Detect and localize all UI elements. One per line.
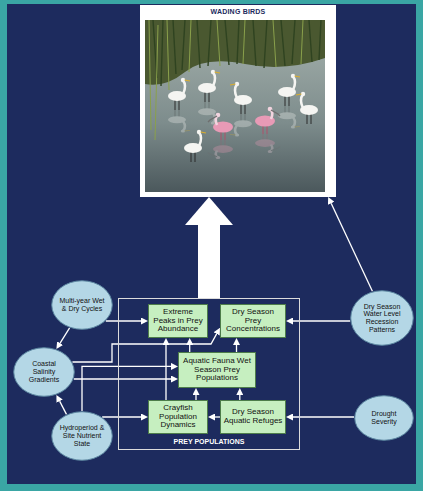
photo-detail	[255, 107, 280, 134]
node-text: WADING BIRDS	[140, 5, 336, 16]
photo-detail	[225, 20, 229, 65]
photo-detail	[208, 20, 211, 66]
node-text: Dry Season Aquatic Refuges	[223, 408, 283, 426]
node-text: Extreme Peaks in Prey Abundance	[151, 308, 205, 334]
photo-detail	[253, 20, 256, 66]
photo-detail	[189, 20, 191, 72]
photo-detail	[296, 92, 318, 124]
photo-detail	[155, 25, 158, 140]
process-box: Extreme Peaks in Prey Abundance	[148, 304, 208, 338]
photo-detail	[309, 20, 312, 62]
driver-ellipse: Hydroperiod & Site Nutrient State	[51, 411, 113, 461]
photo-detail	[145, 20, 325, 85]
block-arrow	[198, 225, 220, 298]
influence-arrow	[293, 320, 350, 321]
photo-detail	[208, 113, 233, 140]
photo-detail	[197, 20, 200, 68]
photo-detail	[273, 20, 276, 67]
photo-detail	[208, 140, 233, 159]
process-box: Aquatic Fauna Wet Season Prey Population…	[178, 352, 256, 388]
photo-detail	[149, 20, 303, 140]
influence-arrow	[293, 416, 354, 417]
ellipse-shape	[52, 412, 113, 461]
influence-arrow	[189, 345, 190, 352]
influence-arrow	[106, 320, 141, 321]
process-box: Crayfish Population Dynamics	[148, 400, 208, 434]
ellipse-shape	[14, 348, 75, 397]
node-text: Multi-year Wet & Dry Cycles	[60, 297, 105, 312]
photo-detail	[237, 20, 239, 64]
node-text: Crayfish Population Dynamics	[151, 404, 205, 430]
influence-arrow	[165, 345, 166, 400]
photo-detail	[255, 134, 280, 153]
photo-detail	[167, 20, 169, 90]
node-text: Aquatic Fauna Wet Season Prey Population…	[181, 357, 253, 383]
photo-detail	[145, 20, 325, 192]
group-box: Extreme Peaks in Prey AbundanceDry Seaso…	[118, 298, 300, 450]
photo-detail	[278, 74, 300, 106]
influence-arrow	[60, 328, 69, 343]
driver-ellipse: Drought Severity	[354, 395, 414, 441]
photo-detail	[292, 20, 295, 64]
process-box: Dry Season Prey Concentrations	[220, 304, 286, 338]
influence-arrow	[74, 378, 171, 379]
bird-photo	[145, 20, 325, 192]
photo-detail	[198, 70, 220, 102]
influence-arrow	[60, 401, 67, 414]
photo-detail	[149, 20, 151, 130]
photo-detail	[301, 20, 303, 64]
photo-detail	[243, 20, 245, 64]
photo-detail	[230, 82, 252, 114]
ellipse-shape	[52, 281, 113, 330]
photo-detail	[168, 78, 190, 110]
photo-detail	[230, 114, 252, 137]
ellipse-shape	[351, 291, 414, 346]
influence-arrow	[236, 345, 237, 352]
photo-detail	[264, 20, 267, 68]
node-text: Hydroperiod & Site Nutrient State	[60, 424, 105, 447]
node-text: Dry Season Water Level Recession Pattern…	[359, 303, 405, 334]
photo-detail	[217, 20, 220, 66]
photo-frame: WADING BIRDS	[140, 5, 336, 197]
node-text: PREY POPULATIONS	[174, 438, 245, 449]
photo-detail	[168, 110, 190, 133]
photo-detail	[184, 130, 206, 162]
node-text: Dry Season Prey Concentrations	[223, 308, 283, 334]
driver-ellipse: Dry Season Water Level Recession Pattern…	[350, 290, 414, 346]
photo-detail	[182, 20, 185, 70]
influence-arrow	[331, 203, 372, 291]
driver-ellipse: Coastal Salinity Gradients	[13, 347, 75, 397]
process-box: Dry Season Aquatic Refuges	[220, 400, 286, 434]
photo-detail	[278, 106, 300, 129]
influence-arrow	[102, 416, 141, 417]
photo-detail	[173, 20, 176, 74]
photo-detail	[281, 20, 285, 66]
node-text: Coastal Salinity Gradients	[22, 360, 67, 383]
ellipse-shape	[355, 396, 414, 441]
driver-ellipse: Multi-year Wet & Dry Cycles	[51, 280, 113, 330]
node-text: Drought Severity	[363, 410, 406, 425]
photo-detail	[161, 20, 163, 86]
photo-detail	[319, 20, 321, 60]
